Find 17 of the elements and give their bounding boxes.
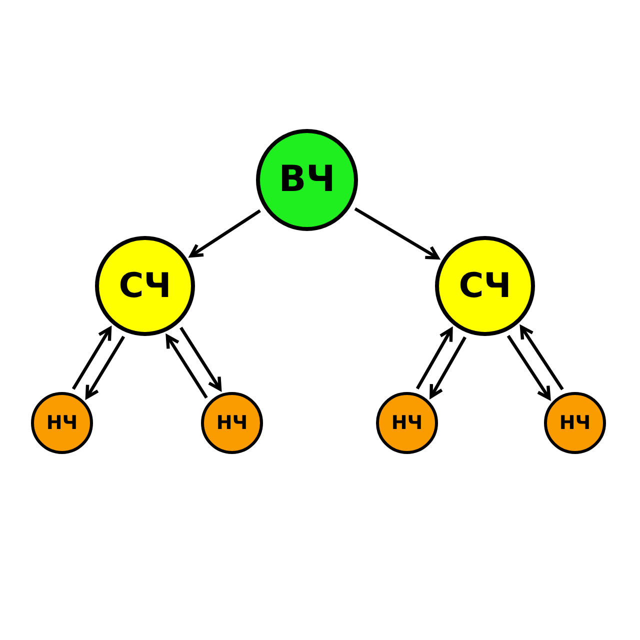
- circle-node: ВЧ: [256, 129, 358, 231]
- arrow: [354, 207, 440, 260]
- arrow: [72, 326, 112, 390]
- arrow: [506, 334, 551, 400]
- arrow: [189, 209, 261, 258]
- circle-node: НЧ: [376, 392, 438, 454]
- arrow: [85, 336, 126, 399]
- arrow: [430, 336, 466, 398]
- circle-node: НЧ: [544, 392, 606, 454]
- circle-node: НЧ: [31, 392, 93, 454]
- arrow: [520, 325, 564, 390]
- circle-node: СЧ: [435, 236, 535, 336]
- arrow: [180, 326, 222, 391]
- arrow: [416, 328, 453, 390]
- circle-node: НЧ: [201, 392, 263, 454]
- arrow: [166, 334, 208, 399]
- circle-node: СЧ: [95, 236, 195, 336]
